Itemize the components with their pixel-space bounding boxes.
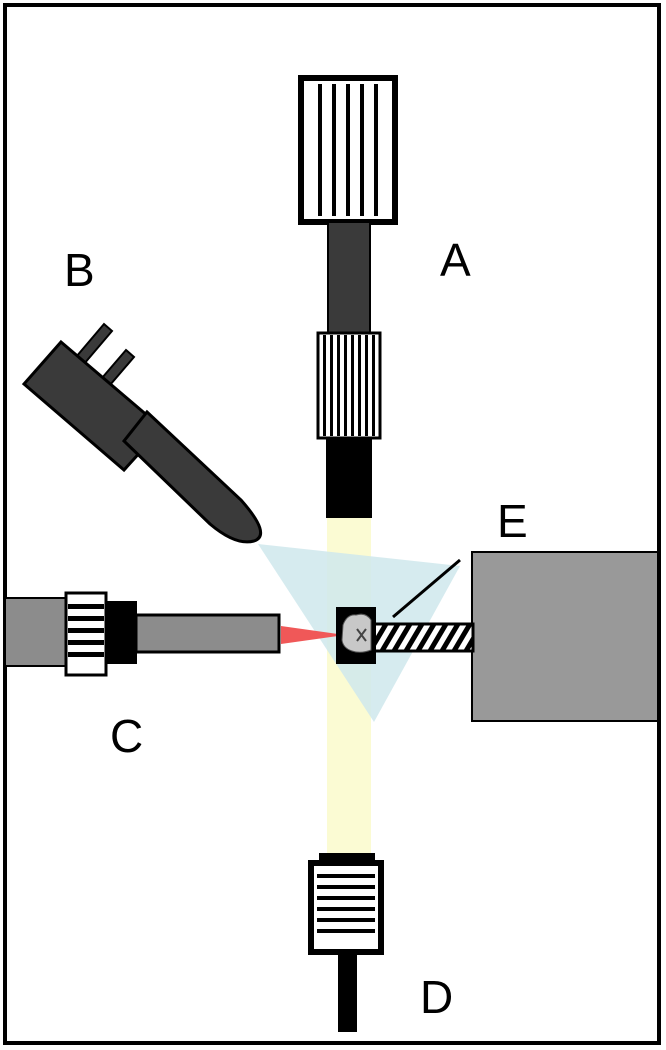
component-b-nozzle xyxy=(121,409,263,544)
component-e xyxy=(336,551,659,722)
component-e-leader-line xyxy=(392,558,461,619)
component-e-stage-block xyxy=(471,551,659,722)
component-a-shaft xyxy=(327,221,371,335)
label-c: C xyxy=(110,710,143,762)
component-d-cable xyxy=(338,952,357,1032)
label-e: E xyxy=(497,495,528,547)
component-d xyxy=(308,853,384,1032)
component-e-sample-marking xyxy=(356,628,367,642)
label-b: B xyxy=(64,244,95,296)
laser-beam xyxy=(281,626,345,644)
component-b xyxy=(21,322,263,544)
component-a xyxy=(298,75,398,518)
component-a-collar-ribs xyxy=(323,335,375,436)
component-d-ribs xyxy=(317,874,375,933)
component-c-collar-ribs xyxy=(68,604,104,657)
component-a-ribbed-collar xyxy=(316,331,382,440)
label-a: A xyxy=(440,234,471,286)
component-c-connector xyxy=(106,601,137,664)
component-c-rear-body xyxy=(4,597,68,667)
component-a-head-stripes xyxy=(318,84,378,216)
component-e-rod-threads xyxy=(373,624,473,651)
component-a-lens xyxy=(326,438,372,518)
component-c-front-barrel xyxy=(134,613,281,654)
component-c xyxy=(4,591,281,677)
label-d: D xyxy=(420,971,453,1023)
component-e-sample xyxy=(341,613,372,653)
